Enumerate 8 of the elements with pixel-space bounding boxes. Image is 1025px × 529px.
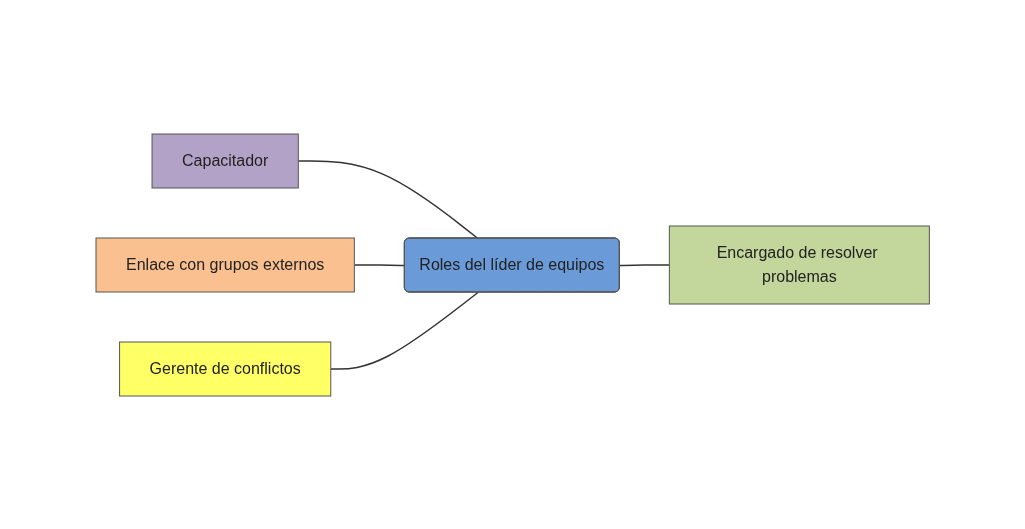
node-box: Enlace con grupos externos xyxy=(95,237,355,292)
connector xyxy=(329,291,479,370)
connector xyxy=(353,263,406,266)
connector xyxy=(618,263,670,266)
node-box: Encargado de resolver problemas xyxy=(668,225,930,304)
node-box: Gerente de conflictos xyxy=(118,341,332,396)
node-box: Capacitador xyxy=(151,133,299,188)
connector xyxy=(297,159,479,239)
